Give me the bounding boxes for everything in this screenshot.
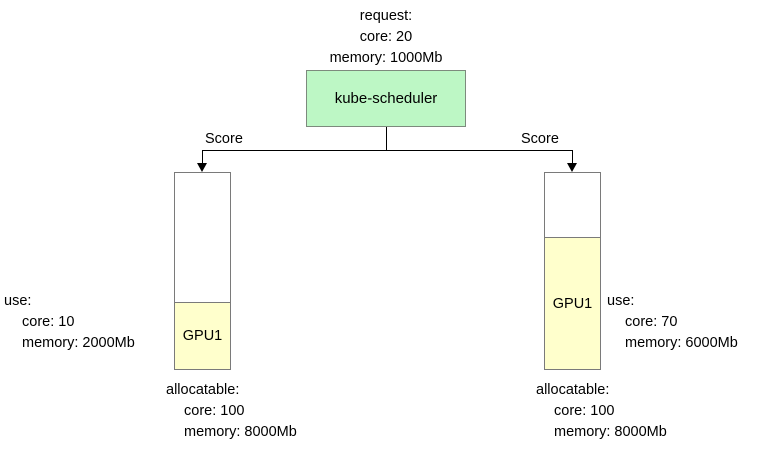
- kube-scheduler-label: kube-scheduler: [334, 90, 438, 107]
- node-right-allocatable-annotation: allocatable: core: 100 memory: 8000Mb: [536, 380, 667, 443]
- node-right-use-memory: memory: 6000Mb: [625, 335, 738, 351]
- node-right-use-core: core: 70: [625, 314, 678, 330]
- request-annotation: request: core: 20 memory: 1000Mb: [290, 6, 482, 69]
- request-header: request:: [359, 8, 413, 24]
- node-left-allocatable-header: allocatable:: [166, 382, 240, 398]
- scheduler-bus-line: [202, 150, 572, 151]
- node-right-capacity-box[interactable]: GPU1: [544, 172, 601, 370]
- node-right-allocatable-core: core: 100: [554, 403, 615, 419]
- node-left-gpu-label: GPU1: [182, 328, 223, 344]
- left-edge-line: [202, 150, 203, 164]
- node-right-allocatable-memory: memory: 8000Mb: [554, 424, 667, 440]
- left-score-label: Score: [205, 131, 243, 147]
- node-left-use-memory: memory: 2000Mb: [22, 335, 135, 351]
- node-left-use-core: core: 10: [22, 314, 75, 330]
- node-left-use-header: use:: [4, 293, 32, 309]
- right-edge-line: [572, 150, 573, 164]
- node-right-used-region: GPU1: [545, 237, 600, 369]
- right-score-label: Score: [521, 131, 559, 147]
- node-left-use-annotation: use: core: 10 memory: 2000Mb: [4, 291, 135, 354]
- request-core: core: 20: [359, 29, 413, 45]
- node-right-use-annotation: use: core: 70 memory: 6000Mb: [607, 291, 738, 354]
- node-left-allocatable-annotation: allocatable: core: 100 memory: 8000Mb: [166, 380, 297, 443]
- node-right-use-header: use:: [607, 293, 635, 309]
- right-arrowhead-icon: [567, 163, 577, 172]
- node-left-used-region: GPU1: [175, 302, 230, 369]
- kube-scheduler-node[interactable]: kube-scheduler: [306, 70, 466, 127]
- node-right-allocatable-header: allocatable:: [536, 382, 610, 398]
- node-left-allocatable-memory: memory: 8000Mb: [184, 424, 297, 440]
- request-memory: memory: 1000Mb: [329, 50, 443, 66]
- node-left-capacity-box[interactable]: GPU1: [174, 172, 231, 370]
- node-right-gpu-label: GPU1: [552, 295, 593, 312]
- scheduler-stem-line: [386, 127, 387, 151]
- node-left-allocatable-core: core: 100: [184, 403, 245, 419]
- left-arrowhead-icon: [197, 163, 207, 172]
